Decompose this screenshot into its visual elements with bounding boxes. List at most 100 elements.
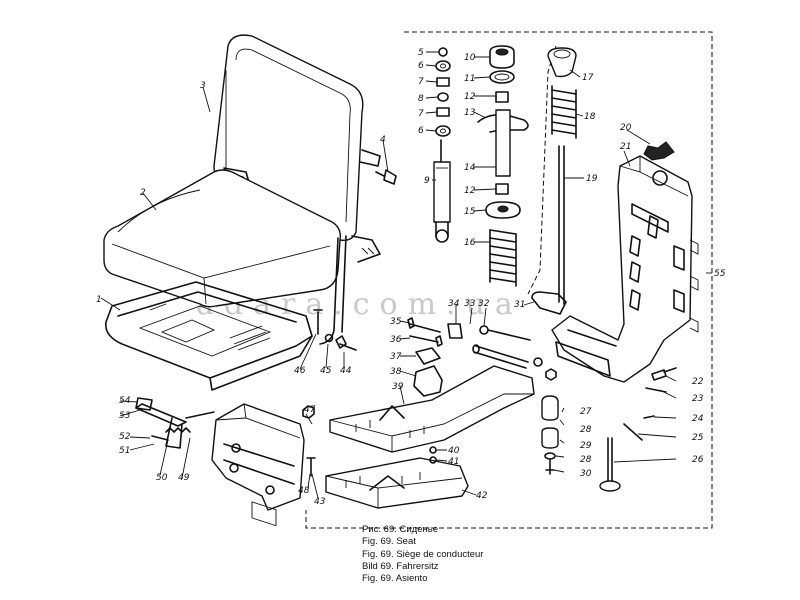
callout: 1 (96, 295, 102, 305)
seat-rear-tubes (319, 237, 339, 345)
callout: 37 (390, 352, 402, 362)
callout: 11 (464, 74, 475, 84)
block-27 (541, 395, 559, 421)
bolt-36 (409, 335, 443, 347)
bolt-48 (306, 457, 316, 477)
washer-6b (435, 125, 451, 137)
lever-assembly (135, 397, 305, 527)
callout: 28 (580, 455, 592, 465)
callout: 26 (692, 455, 704, 465)
washer-6 (435, 60, 451, 72)
lever-end (135, 397, 153, 411)
bushing-7 (436, 77, 450, 87)
bolt-44 (335, 335, 357, 351)
callout: 17 (582, 73, 594, 83)
callout: 10 (464, 53, 476, 63)
callout: 48 (298, 486, 310, 496)
callout: 24 (692, 414, 704, 424)
callout: 7 (418, 77, 424, 87)
callout: 4 (380, 135, 386, 145)
callout: 33 (464, 299, 476, 309)
caption-line-ru: Рис. 69. Сиденье (362, 524, 438, 535)
callout: 45 (320, 366, 332, 376)
sleeve-12 (495, 91, 509, 103)
callout: 20 (620, 123, 632, 133)
tube-14 (495, 109, 511, 177)
spring-16 (489, 229, 517, 283)
seat-cushion (103, 169, 342, 308)
callout: 16 (464, 238, 476, 248)
scissor-assembly (325, 317, 655, 509)
callout: 22 (692, 377, 704, 387)
bushing-33 (447, 323, 463, 339)
callout: 34 (448, 299, 460, 309)
ring-11 (489, 70, 515, 84)
callout: 13 (464, 108, 476, 118)
callout: 36 (390, 335, 402, 345)
pin-34 (473, 345, 529, 369)
callout: 51 (119, 446, 130, 456)
callout-numbers: 1 2 3 4 5 6 7 8 7 6 9 10 11 12 13 14 12 … (96, 48, 726, 507)
suspension-column (531, 47, 699, 393)
caption-line-es: Fig. 69. Asiento (362, 573, 428, 585)
sleeve-12b (495, 183, 509, 195)
assembly-boundary-dashed (305, 31, 713, 529)
seat-assembly (103, 34, 397, 477)
callout: 35 (390, 317, 402, 327)
washer-8 (437, 92, 449, 102)
spring-18 (551, 89, 577, 135)
spring-seat-15 (485, 201, 521, 219)
callout: 6 (418, 61, 424, 71)
leader-lines (100, 51, 712, 499)
callout: 38 (390, 367, 402, 377)
caption-line-de: Bild 69. Fahrersitz (362, 560, 439, 572)
washer-28 (544, 452, 556, 460)
callout: 43 (314, 497, 326, 507)
rod-end-31 (531, 291, 567, 315)
shock-absorber-group (433, 45, 529, 287)
callout: 39 (392, 382, 404, 392)
callout: 44 (340, 366, 352, 376)
pin-24 (643, 415, 655, 419)
callout: 30 (580, 469, 592, 479)
callout: 55 (714, 269, 726, 279)
callout: 2 (140, 188, 146, 198)
spring-guide-dashed (527, 45, 557, 295)
knob-screw (375, 169, 397, 185)
nut-5 (438, 47, 448, 57)
bearing-10 (489, 45, 515, 69)
bracket-37 (415, 347, 441, 365)
callout: 12 (464, 92, 476, 102)
upper-link-39 (329, 365, 535, 453)
callout: 9 (424, 176, 430, 186)
lever-pin (185, 411, 215, 419)
callout: 3 (200, 81, 206, 91)
guide-13 (477, 114, 529, 133)
pivot-bracket (211, 403, 305, 511)
callout: 28 (580, 425, 592, 435)
callout: 27 (580, 407, 592, 417)
callout: 29 (580, 441, 592, 451)
callout: 54 (119, 396, 131, 406)
lever-bar (135, 403, 187, 427)
caption-line-fr: Fig. 69. Siège de conducteur (362, 548, 484, 560)
callout: 40 (448, 446, 460, 456)
callout: 12 (464, 186, 476, 196)
callout: 46 (294, 366, 306, 376)
bushing-7b (436, 107, 450, 117)
stud-26 (607, 437, 613, 485)
bolt-22 (651, 367, 677, 381)
spring-cup-17 (547, 47, 577, 78)
callout: 15 (464, 207, 476, 217)
callout: 6 (418, 126, 424, 136)
nut-40 (429, 446, 437, 454)
callout: 42 (476, 491, 488, 501)
pin-35 (407, 317, 441, 333)
bracket-38 (413, 365, 443, 397)
figure-caption: Рис. 69. Сиденье Fig. 69. Seat Fig. 69. … (362, 524, 483, 585)
nut-27 (545, 368, 557, 381)
seat-frame (105, 281, 313, 379)
column-frame (551, 155, 693, 383)
callout: 47 (304, 405, 316, 415)
